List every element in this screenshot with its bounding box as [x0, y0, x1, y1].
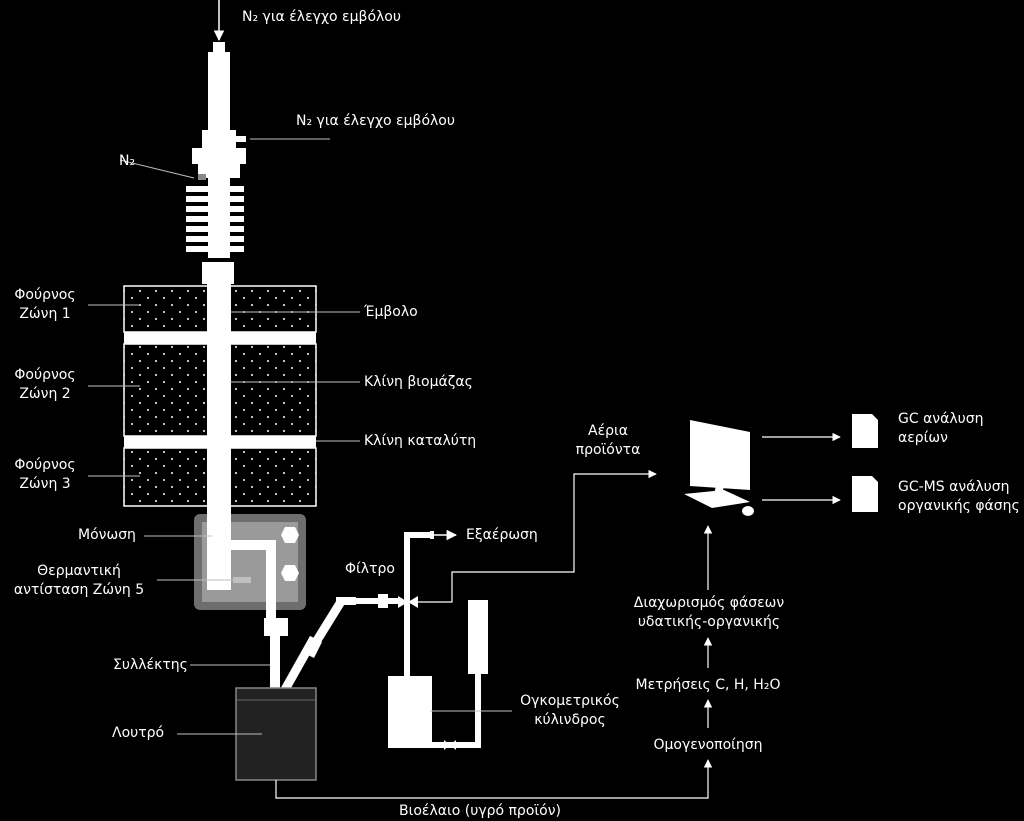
biooil-line: [275, 759, 713, 799]
document-icon: [852, 414, 878, 512]
keyboard-icon: [684, 490, 750, 508]
label-bath: Λουτρό: [112, 725, 165, 741]
volumetric-cylinder: [388, 600, 488, 750]
label-homogenization: Ομογενοποίηση: [653, 737, 763, 753]
label-n2-piston-top: N₂ για έλεγχο εμβόλου: [242, 9, 401, 25]
filter-vent: [398, 531, 434, 698]
label-piston: Έμβολο: [364, 304, 418, 320]
mouse-icon: [742, 506, 754, 516]
computer-icon: [690, 420, 750, 494]
gas-line: [414, 469, 657, 603]
label-biooil: Βιοέλαιο (υγρό προϊόν): [399, 803, 561, 819]
furnace-zones: [123, 285, 317, 507]
n2-port: [198, 174, 206, 180]
label-collector: Συλλέκτης: [113, 657, 188, 673]
label-vent: Εξαέρωση: [466, 527, 538, 543]
label-n2: N₂: [119, 153, 136, 169]
label-catalyst-bed: Κλίνη καταλύτη: [364, 433, 477, 449]
label-biomass-bed: Κλίνη βιομάζας: [364, 374, 473, 390]
label-measurements: Μετρήσεις C, H, H₂O: [635, 677, 781, 693]
label-insulation: Μόνωση: [78, 527, 136, 543]
label-n2-piston-side: N₂ για έλεγχο εμβόλου: [296, 113, 455, 129]
insulation-box: [194, 506, 306, 620]
label-filter: Φίλτρο: [345, 561, 395, 577]
leader-lines: [88, 138, 512, 735]
